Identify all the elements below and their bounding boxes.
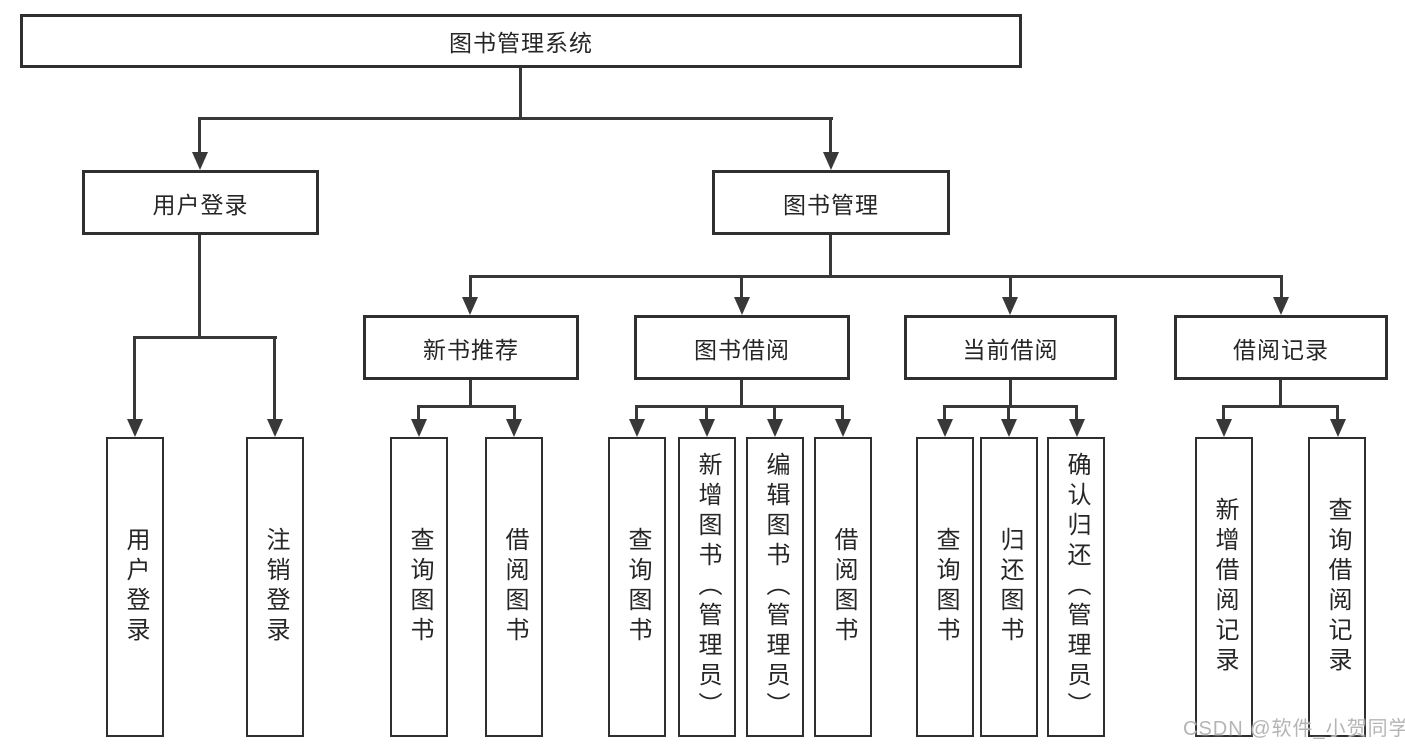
node-library-management-system: 图书管理系统 (20, 14, 1022, 68)
leaf-add-borrow-record: 新增借阅记录 (1195, 437, 1253, 737)
arrowhead-borrowing-records (1273, 297, 1289, 315)
leaf-edit-book-admin: 编辑图书（管理员） (746, 437, 804, 737)
node-label: 图书管理 (783, 191, 879, 218)
connector-drop (705, 405, 708, 421)
connector-drop (841, 405, 844, 421)
leaf-confirm-return-admin: 确认归还（管理员） (1047, 437, 1105, 737)
leaf-label: 编辑图书（管理员） (762, 452, 789, 722)
connector-drop (943, 405, 946, 421)
connector-drop (1222, 405, 1225, 421)
arrowhead-book-borrowing (734, 297, 750, 315)
leaf-add-book-admin: 新增图书（管理员） (678, 437, 736, 737)
connector-drop (635, 405, 638, 421)
connector-drop (417, 405, 420, 421)
connector-drop (773, 405, 776, 421)
connector-new-book-stem (469, 378, 472, 408)
arrowhead-leaf (1216, 419, 1232, 437)
leaf-label: 归还图书 (996, 527, 1023, 647)
connector-borrowing-records-hline (1223, 405, 1338, 408)
arrowhead-leaf-user-login (127, 419, 143, 437)
arrowhead-leaf (1069, 419, 1085, 437)
node-current-borrowing: 当前借阅 (904, 315, 1117, 380)
arrowhead-leaf (1330, 419, 1346, 437)
leaf-borrow-book-borrowing: 借阅图书 (814, 437, 872, 737)
arrowhead-leaf (699, 419, 715, 437)
arrowhead-leaf (411, 419, 427, 437)
node-label: 图书借阅 (694, 336, 790, 363)
leaf-query-borrow-record: 查询借阅记录 (1308, 437, 1366, 737)
leaf-label: 新增图书（管理员） (694, 452, 721, 722)
leaf-label: 借阅图书 (501, 527, 528, 647)
arrowhead-leaf (506, 419, 522, 437)
node-label: 借阅记录 (1233, 336, 1329, 363)
connector-level2-hline (469, 275, 1283, 278)
connector-drop-borrowing-records (1280, 275, 1283, 300)
arrowhead-leaf (937, 419, 953, 437)
connector-root-stem (519, 68, 522, 120)
leaf-label: 查询图书 (932, 527, 959, 647)
connector-drop-user-login (198, 117, 201, 154)
node-book-borrowing: 图书借阅 (634, 315, 850, 380)
leaf-borrow-book-recommend: 借阅图书 (485, 437, 543, 737)
node-user-login: 用户登录 (82, 170, 319, 235)
arrowhead-book-management (823, 152, 839, 170)
connector-drop-book-management (829, 117, 832, 154)
node-label: 用户登录 (152, 191, 249, 218)
arrowhead-leaf (629, 419, 645, 437)
arrowhead-current-borrowing (1002, 297, 1018, 315)
csdn-watermark: CSDN @软件_小贺同学 (1183, 718, 1405, 740)
node-borrowing-records: 借阅记录 (1174, 315, 1388, 380)
leaf-query-book-recommend: 查询图书 (390, 437, 448, 737)
node-book-management: 图书管理 (712, 170, 950, 235)
connector-drop-current-borrowing (1009, 275, 1012, 300)
connector-drop-leaf-logout (273, 336, 276, 421)
connector-drop (1007, 405, 1010, 421)
connector-book-borrowing-stem (740, 378, 743, 408)
leaf-label: 确认归还（管理员） (1063, 452, 1090, 722)
leaf-label: 借阅图书 (830, 527, 857, 647)
connector-user-group-hline (134, 336, 277, 339)
connector-current-borrowing-hline (944, 405, 1078, 408)
leaf-return-book: 归还图书 (980, 437, 1038, 737)
leaf-user-login: 用户登录 (106, 437, 164, 737)
connector-user-login-stem (198, 235, 201, 339)
arrowhead-leaf-logout (267, 419, 283, 437)
leaf-label: 新增借阅记录 (1211, 497, 1238, 677)
connector-book-management-stem (829, 235, 832, 278)
node-label: 当前借阅 (962, 336, 1059, 363)
connector-level1-hline (199, 117, 833, 120)
connector-drop (1075, 405, 1078, 421)
connector-drop-book-borrowing (740, 275, 743, 300)
connector-current-borrowing-stem (1009, 378, 1012, 408)
node-label: 新书推荐 (423, 336, 519, 363)
leaf-query-book-borrowing: 查询图书 (608, 437, 666, 737)
node-new-book-recommendation: 新书推荐 (363, 315, 579, 380)
connector-drop-leaf-user-login (133, 336, 136, 421)
arrowhead-leaf (835, 419, 851, 437)
connector-drop (513, 405, 516, 421)
leaf-label: 查询图书 (624, 527, 651, 647)
leaf-label: 注销登录 (262, 527, 289, 647)
connector-drop-new-book (469, 275, 472, 300)
leaf-query-book-current: 查询图书 (916, 437, 974, 737)
arrowhead-new-book (462, 297, 478, 315)
leaf-label: 查询借阅记录 (1324, 497, 1351, 677)
node-label: 图书管理系统 (449, 30, 593, 56)
leaf-label: 查询图书 (406, 527, 433, 647)
arrowhead-user-login (192, 152, 208, 170)
connector-drop (1336, 405, 1339, 421)
arrowhead-leaf (767, 419, 783, 437)
leaf-label: 用户登录 (122, 527, 149, 647)
arrowhead-leaf (1001, 419, 1017, 437)
connector-new-book-hline (418, 405, 516, 408)
connector-book-borrowing-hline (636, 405, 844, 408)
connector-borrowing-records-stem (1279, 378, 1282, 408)
leaf-logout: 注销登录 (246, 437, 304, 737)
